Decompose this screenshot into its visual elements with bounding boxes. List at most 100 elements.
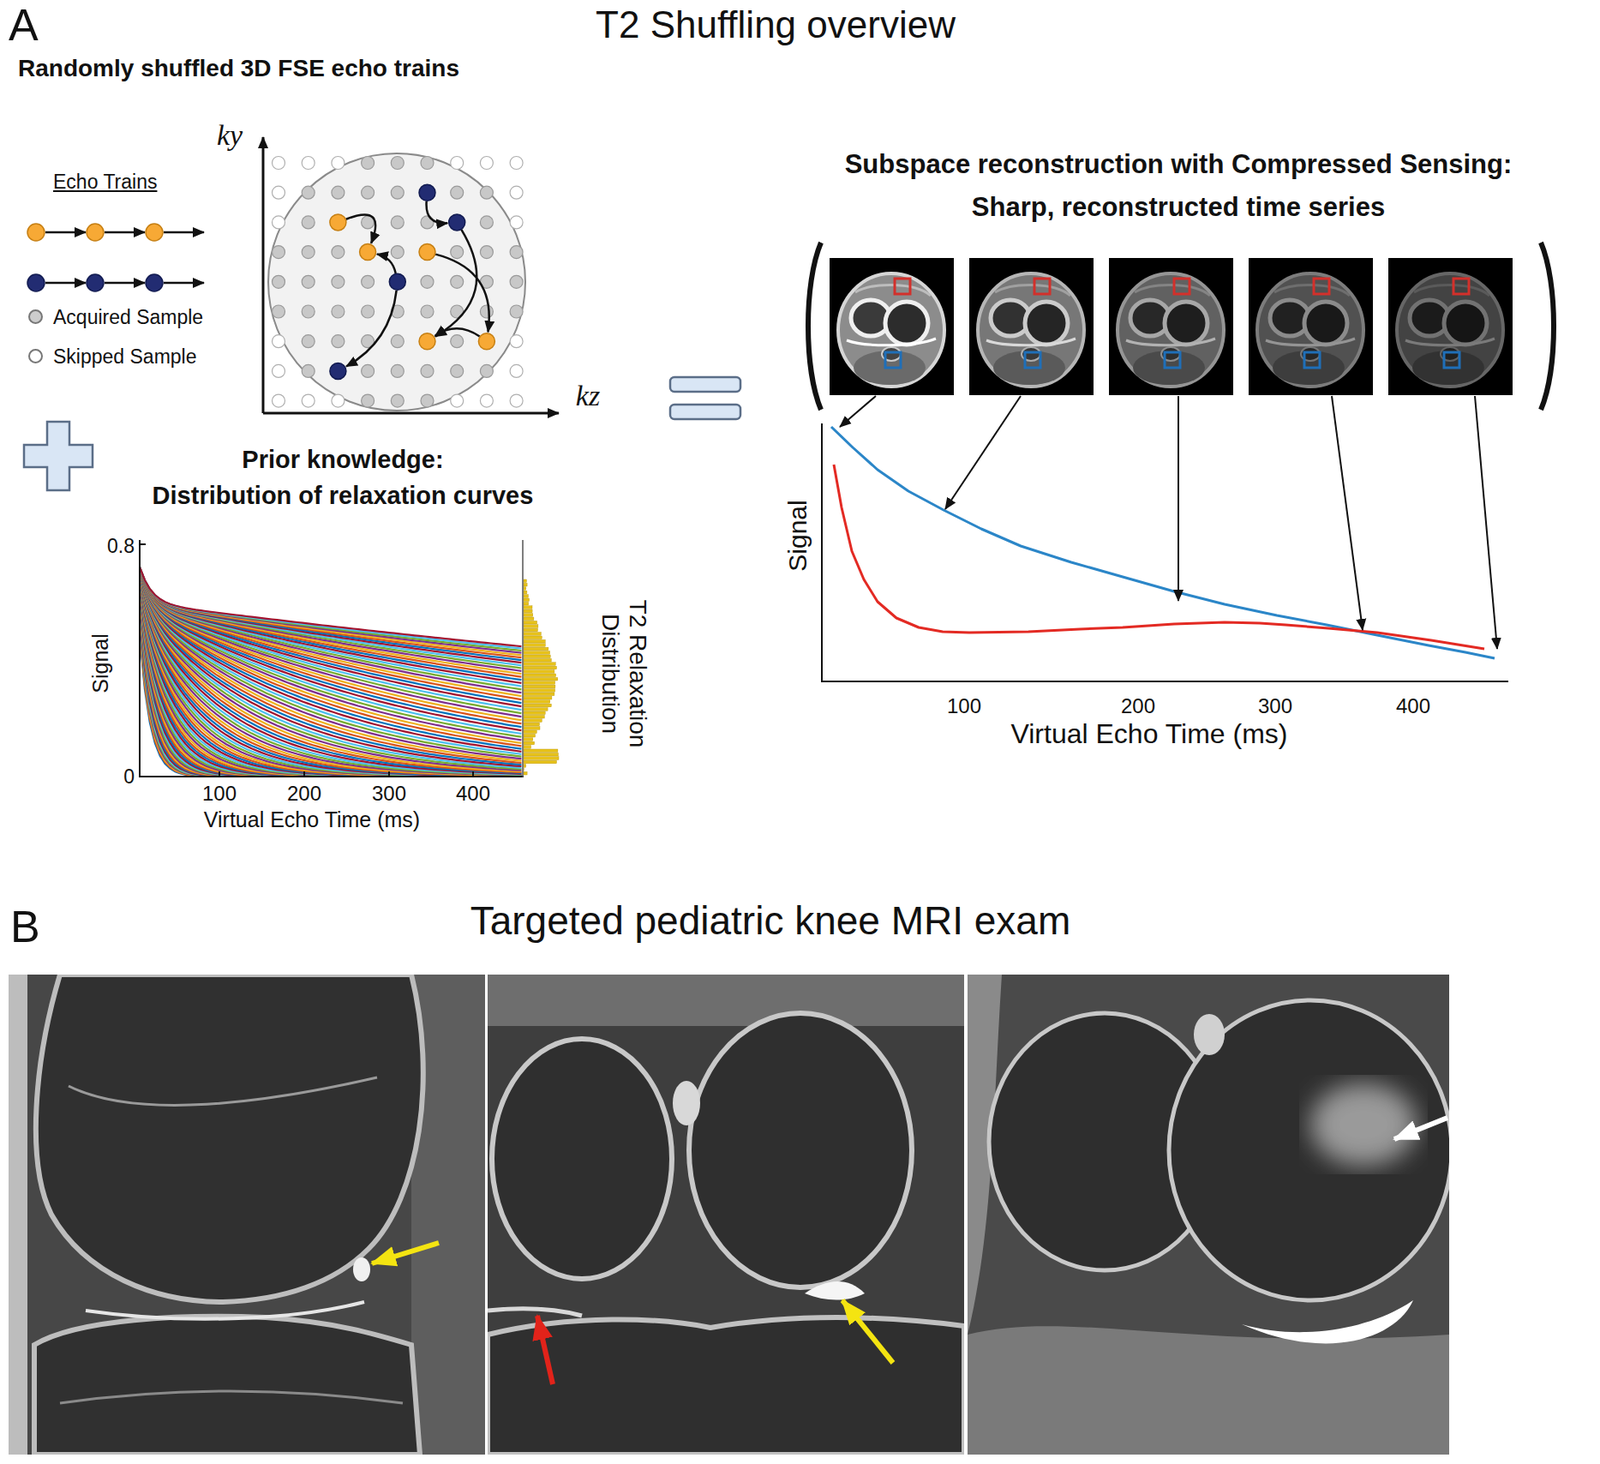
illustration-part (420, 215, 434, 229)
illustration-part (523, 643, 546, 648)
legend-label: Acquired Sample (53, 305, 204, 329)
illustration-part (139, 567, 522, 652)
illustration-part (450, 335, 464, 348)
illustration-part (523, 764, 527, 768)
illustration-part (523, 620, 538, 624)
illustration-part (449, 214, 466, 231)
illustration-part (1034, 278, 1050, 294)
illustration-part (331, 185, 345, 199)
illustration-part (388, 771, 390, 777)
illustration-part (523, 673, 557, 678)
illustration-part (521, 539, 524, 778)
illustration-part (509, 156, 523, 170)
illustration-part (138, 775, 524, 778)
illustration-part (104, 281, 145, 285)
illustration-part (523, 692, 555, 696)
illustration-part (435, 328, 480, 336)
legend-label: Skipped Sample (53, 345, 198, 368)
illustration-part (523, 756, 559, 761)
label: Sharp, reconstructed time series (971, 191, 1385, 223)
illustration-part (139, 543, 146, 546)
illustration-part (487, 974, 965, 1455)
illustration-part (479, 156, 493, 170)
illustration-part (163, 281, 204, 285)
illustration-part (371, 1242, 439, 1264)
illustration-part (450, 275, 464, 288)
illustration-part (419, 244, 436, 261)
illustration-part (85, 1301, 365, 1319)
illustration-part (479, 364, 493, 378)
illustration-part (523, 651, 551, 655)
illustration-part (509, 245, 523, 259)
illustration-part (218, 771, 221, 777)
illustration-part (479, 245, 493, 259)
illustration-part (523, 689, 556, 693)
illustration-part (139, 567, 522, 674)
illustration-part (301, 245, 315, 259)
illustration-part (509, 394, 523, 408)
illustration-part (1108, 257, 1234, 396)
illustration-part (945, 395, 1021, 510)
illustration-part (523, 760, 558, 764)
illustration-part (523, 745, 532, 750)
illustration-part (523, 719, 542, 723)
illustration-part (272, 215, 286, 229)
label: 100 (202, 781, 237, 806)
illustration-part (523, 730, 537, 734)
illustration-part (301, 305, 315, 318)
illustration-part (420, 156, 434, 170)
illustration-part (523, 628, 539, 632)
illustration-part (301, 364, 315, 378)
illustration-part (450, 364, 464, 378)
illustration-part (523, 639, 546, 643)
illustration-part (820, 423, 823, 683)
label: 400 (455, 781, 491, 806)
illustration-part (419, 184, 436, 201)
label: Subspace reconstruction with Compressed … (844, 149, 1513, 180)
illustration-part (523, 665, 558, 670)
illustration-part (435, 254, 490, 333)
illustration-part (523, 670, 555, 674)
illustration-part (831, 426, 1495, 659)
illustration-part (523, 741, 535, 745)
illustration-part (301, 156, 315, 170)
equals-sign (670, 404, 741, 420)
bracket (808, 242, 821, 410)
illustration-part (523, 684, 556, 689)
illustration-part (390, 245, 404, 259)
illustration-part (272, 394, 286, 408)
illustration-part (301, 394, 315, 408)
illustration-part (390, 335, 404, 348)
illustration-part (1331, 395, 1363, 630)
illustration-part (301, 275, 315, 288)
illustration-part (359, 244, 377, 261)
t2-histogram (523, 579, 559, 775)
illustration-part (804, 1281, 865, 1300)
illustration-part (523, 590, 528, 594)
illustration-part (329, 214, 347, 231)
illustration-part (435, 229, 477, 337)
illustration-part (86, 223, 104, 241)
illustration-part (139, 567, 522, 669)
illustration-part (420, 305, 434, 318)
illustration-part (139, 567, 522, 656)
illustration-part (8, 974, 28, 1455)
illustration-part (523, 594, 528, 599)
illustration-part (331, 275, 345, 288)
label: Signal (88, 633, 114, 694)
label: B (10, 901, 41, 953)
illustration-part (1474, 395, 1498, 649)
illustration-part (523, 722, 540, 726)
illustration-part (419, 333, 436, 350)
illustration-part (523, 695, 552, 700)
illustration-part (390, 185, 404, 199)
illustration-part (301, 335, 315, 348)
illustration-part (829, 257, 954, 396)
mri-sagittal (8, 974, 486, 1455)
illustration-part (1024, 352, 1041, 368)
illustration-part (145, 223, 163, 241)
illustration-part (479, 185, 493, 199)
illustration-part (8, 974, 486, 1455)
relaxation-curves (139, 566, 522, 777)
illustration-part (420, 364, 434, 378)
